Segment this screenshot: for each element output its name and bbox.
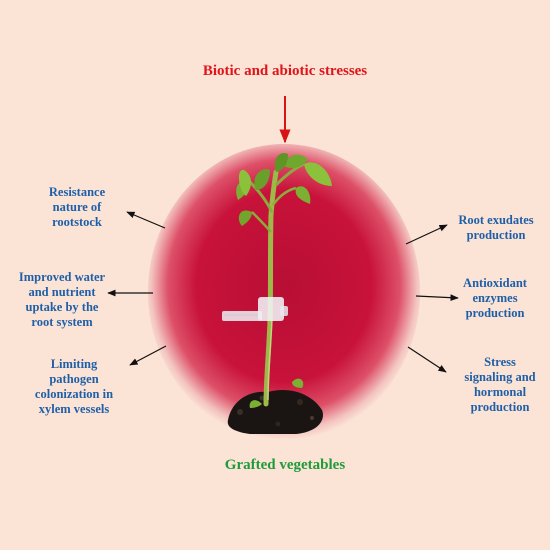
grafted-vegetables-title: Grafted vegetables bbox=[224, 457, 346, 473]
label-antioxidant: Antioxidant enzymes production bbox=[463, 276, 527, 320]
grafted-plant-photo bbox=[148, 144, 420, 440]
arrow-antioxidant bbox=[415, 294, 459, 301]
label-root-exudates: Root exudates production bbox=[458, 213, 534, 242]
arrow-resistance bbox=[126, 211, 166, 229]
arrow-pathogen bbox=[129, 345, 167, 366]
label-resistance: Resistance nature of rootstock bbox=[48, 185, 106, 229]
arrow-root-exudates bbox=[405, 224, 448, 245]
stresses-title: Biotic and abiotic stresses bbox=[202, 63, 368, 79]
label-stress-signaling: Stress signaling and hormonal production bbox=[464, 355, 536, 414]
label-water-uptake: Improved water and nutrient uptake by th… bbox=[18, 270, 106, 329]
arrow-stress bbox=[407, 346, 447, 373]
label-pathogen: Limiting pathogen colonization in xylem … bbox=[34, 357, 114, 416]
